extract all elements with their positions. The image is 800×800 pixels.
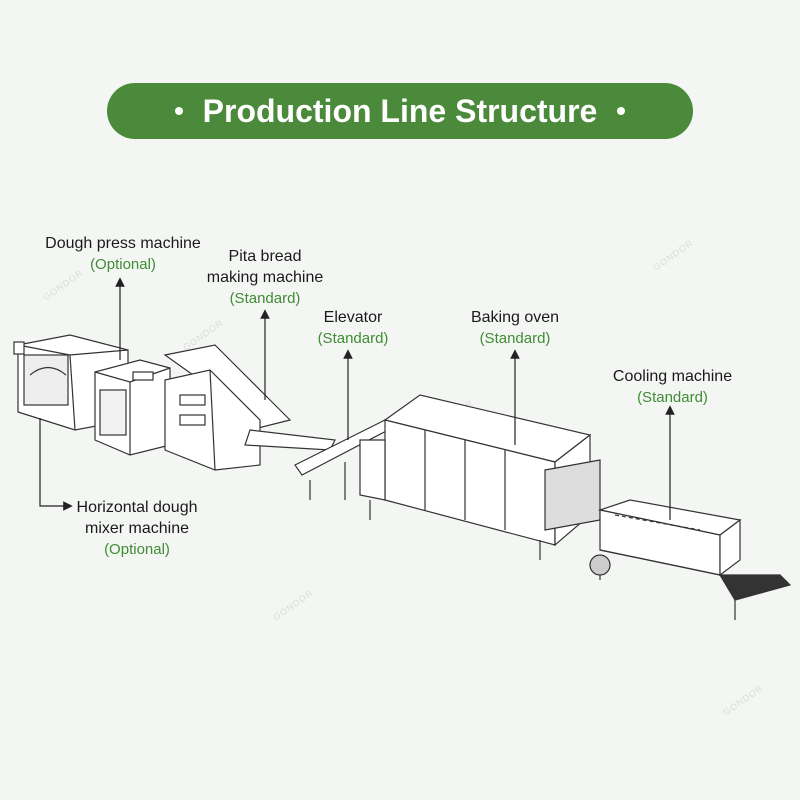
- label-name: making machine: [206, 269, 324, 286]
- label-name: Dough press machine: [45, 235, 201, 252]
- dough-press-drawing: [94, 359, 171, 456]
- label-name: mixer machine: [84, 520, 190, 537]
- cooling-drawing: [589, 499, 792, 620]
- label-name: Baking oven: [470, 309, 560, 326]
- label-tag: (Optional): [104, 541, 170, 558]
- elevator-drawing: [294, 419, 393, 500]
- label-name: Elevator: [323, 309, 383, 326]
- label-name: Pita bread: [228, 248, 302, 265]
- bullet-icon: [174, 107, 183, 115]
- label-mixer: Horizontal dough mixer machine (Optional…: [62, 497, 212, 560]
- label-pita-bread: Pita bread making machine (Standard): [190, 246, 340, 309]
- title-banner: Production Line Structure: [107, 83, 693, 139]
- label-tag: (Standard): [637, 389, 708, 406]
- label-tag: (Optional): [90, 256, 156, 273]
- bullet-icon: [617, 107, 626, 115]
- label-tag: (Standard): [479, 330, 551, 347]
- label-elevator: Elevator (Standard): [298, 307, 408, 349]
- page-title: Production Line Structure: [202, 92, 598, 129]
- arrow-mixer: [39, 418, 73, 511]
- label-dough-press: Dough press machine (Optional): [33, 233, 213, 275]
- oven-drawing: [359, 394, 601, 560]
- label-name: Cooling machine: [612, 368, 733, 385]
- label-cooling: Cooling machine (Standard): [595, 366, 750, 408]
- pita-machine-drawing: [163, 344, 336, 471]
- label-tag: (Standard): [229, 290, 301, 307]
- label-name: Horizontal dough: [76, 499, 198, 516]
- label-tag: (Standard): [317, 330, 389, 347]
- label-baking-oven: Baking oven (Standard): [455, 307, 575, 349]
